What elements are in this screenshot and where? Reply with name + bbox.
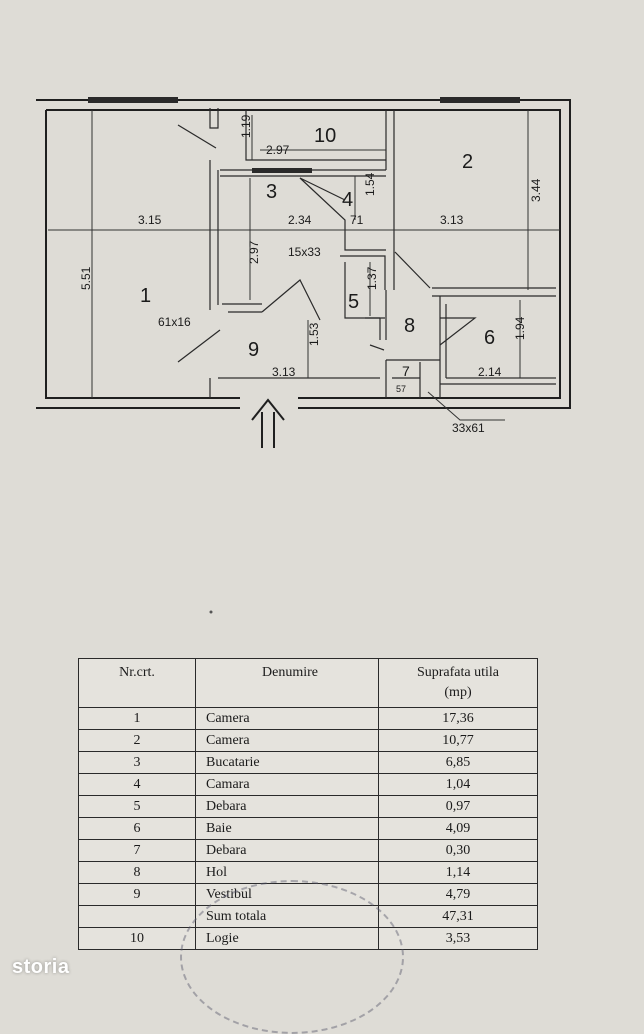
room-number-1: 1	[140, 285, 151, 307]
dim-1-53: 1.53	[307, 322, 321, 346]
cell-nr: 2	[78, 729, 196, 752]
dim-1-94: 1.94	[513, 316, 527, 340]
cell-area: 0,30	[378, 839, 538, 862]
cell-area: 4,79	[378, 883, 538, 906]
cell-nr: 7	[78, 839, 196, 862]
dim-3-13-right: 3.13	[440, 213, 464, 227]
door-swing	[177, 124, 477, 363]
dim-2-97-top: 2.97	[266, 143, 290, 157]
interior-walls	[209, 108, 556, 398]
floor-plan: 1 2 3 4 5 6 7 8 9 10 3.15 5.51 1.19 2.97…	[36, 97, 571, 614]
dim-3-13-bottom: 3.13	[272, 365, 296, 379]
cell-name: Bucatarie	[195, 751, 379, 774]
cell-area: 6,85	[378, 751, 538, 774]
table-header-row: Nr.crt. Denumire Suprafata utila (mp)	[78, 658, 538, 708]
cell-name: Debara	[195, 795, 379, 818]
room-number-8: 8	[404, 315, 415, 337]
cell-nr	[78, 905, 196, 928]
cell-name: Camara	[195, 773, 379, 796]
cell-area: 10,77	[378, 729, 538, 752]
dim-33x61: 33x61	[452, 421, 485, 435]
dim-1-37: 1.37	[365, 266, 379, 290]
dim-2-97-vert: 2.97	[247, 240, 261, 264]
header-area-line2: (mp)	[444, 685, 472, 700]
cell-area: 0,97	[378, 795, 538, 818]
outer-wall-inner	[45, 109, 561, 399]
cell-name: Camera	[195, 707, 379, 730]
dim-5-51: 5.51	[79, 266, 93, 290]
dim-1-19: 1.19	[239, 114, 253, 138]
cell-nr: 4	[78, 773, 196, 796]
room-number-6: 6	[484, 327, 495, 349]
cell-area: 17,36	[378, 707, 538, 730]
cell-name: Baie	[195, 817, 379, 840]
dim-57: 57	[396, 384, 406, 394]
watermark: storia	[12, 956, 70, 978]
cell-name: Camera	[195, 729, 379, 752]
dimension-lines	[48, 110, 560, 421]
dim-15x33: 15x33	[288, 245, 321, 259]
window-room-1	[88, 97, 178, 103]
cell-nr: 1	[78, 707, 196, 730]
cell-nr: 8	[78, 861, 196, 884]
room-number-7: 7	[402, 363, 410, 379]
cell-area: 1,04	[378, 773, 538, 796]
dim-61x16: 61x16	[158, 315, 191, 329]
header-area: Suprafata utila (mp)	[378, 658, 538, 708]
entry-arrow	[251, 398, 285, 448]
outer-wall	[36, 99, 571, 409]
room-number-9: 9	[248, 339, 259, 361]
dim-1-54: 1.54	[363, 172, 377, 196]
dim-3-44: 3.44	[529, 178, 543, 202]
dim-2-34: 2.34	[288, 213, 312, 227]
room-number-10: 10	[314, 125, 336, 147]
cell-name: Debara	[195, 839, 379, 862]
header-nr: Nr.crt.	[78, 658, 196, 708]
room-number-5: 5	[348, 291, 359, 313]
cell-area: 1,14	[378, 861, 538, 884]
stamp	[180, 880, 404, 1034]
header-name: Denumire	[195, 658, 379, 708]
cell-nr: 3	[78, 751, 196, 774]
speck	[209, 610, 213, 614]
room-number-4: 4	[342, 189, 353, 211]
cell-area: 4,09	[378, 817, 538, 840]
cell-area: 47,31	[378, 905, 538, 928]
cell-nr: 10	[78, 927, 196, 950]
window-room-2	[440, 97, 520, 103]
room-number-3: 3	[266, 181, 277, 203]
cell-nr: 5	[78, 795, 196, 818]
dim-71: 71	[350, 213, 364, 227]
header-area-line1: Suprafata utila	[416, 665, 500, 680]
cell-nr: 6	[78, 817, 196, 840]
dim-3-15: 3.15	[138, 213, 162, 227]
dim-2-14: 2.14	[478, 365, 502, 379]
cell-nr: 9	[78, 883, 196, 906]
room-number-2: 2	[462, 151, 473, 173]
